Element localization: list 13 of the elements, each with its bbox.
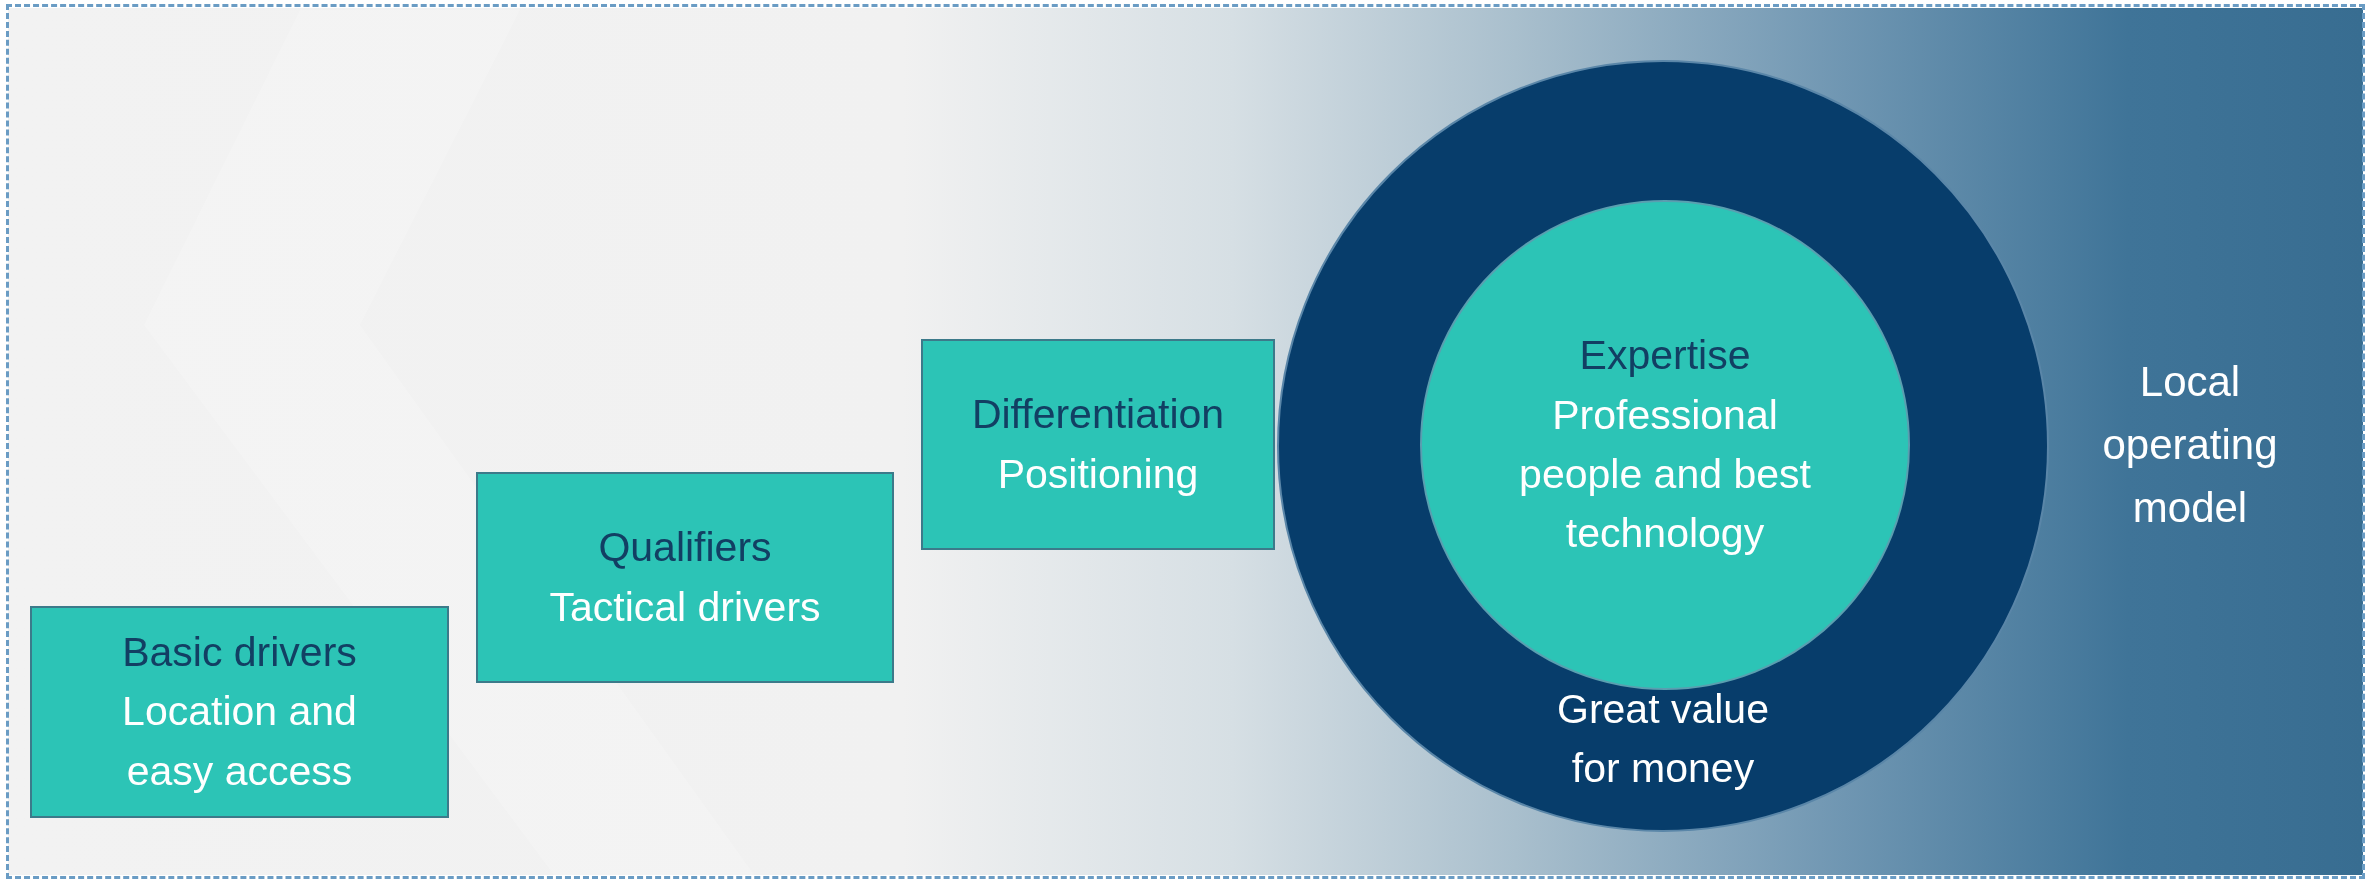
heading-text: Qualifiers <box>598 523 772 573</box>
heading-text: Expertise <box>1579 331 1751 381</box>
body-text: Positioning <box>997 449 1199 499</box>
body-text: Great value for money <box>1556 685 1770 794</box>
model-label: Local operating model <box>2101 357 2279 533</box>
body-text: Tactical drivers <box>549 582 821 632</box>
driver-box <box>30 606 449 818</box>
heading-text: Basic drivers <box>122 627 357 677</box>
body-text: Location and easy access <box>121 687 358 796</box>
driver-box <box>921 339 1275 550</box>
driver-box <box>476 472 894 683</box>
heading-text: Differentiation <box>971 390 1225 440</box>
body-text: Professional people and best technology <box>1518 390 1812 559</box>
